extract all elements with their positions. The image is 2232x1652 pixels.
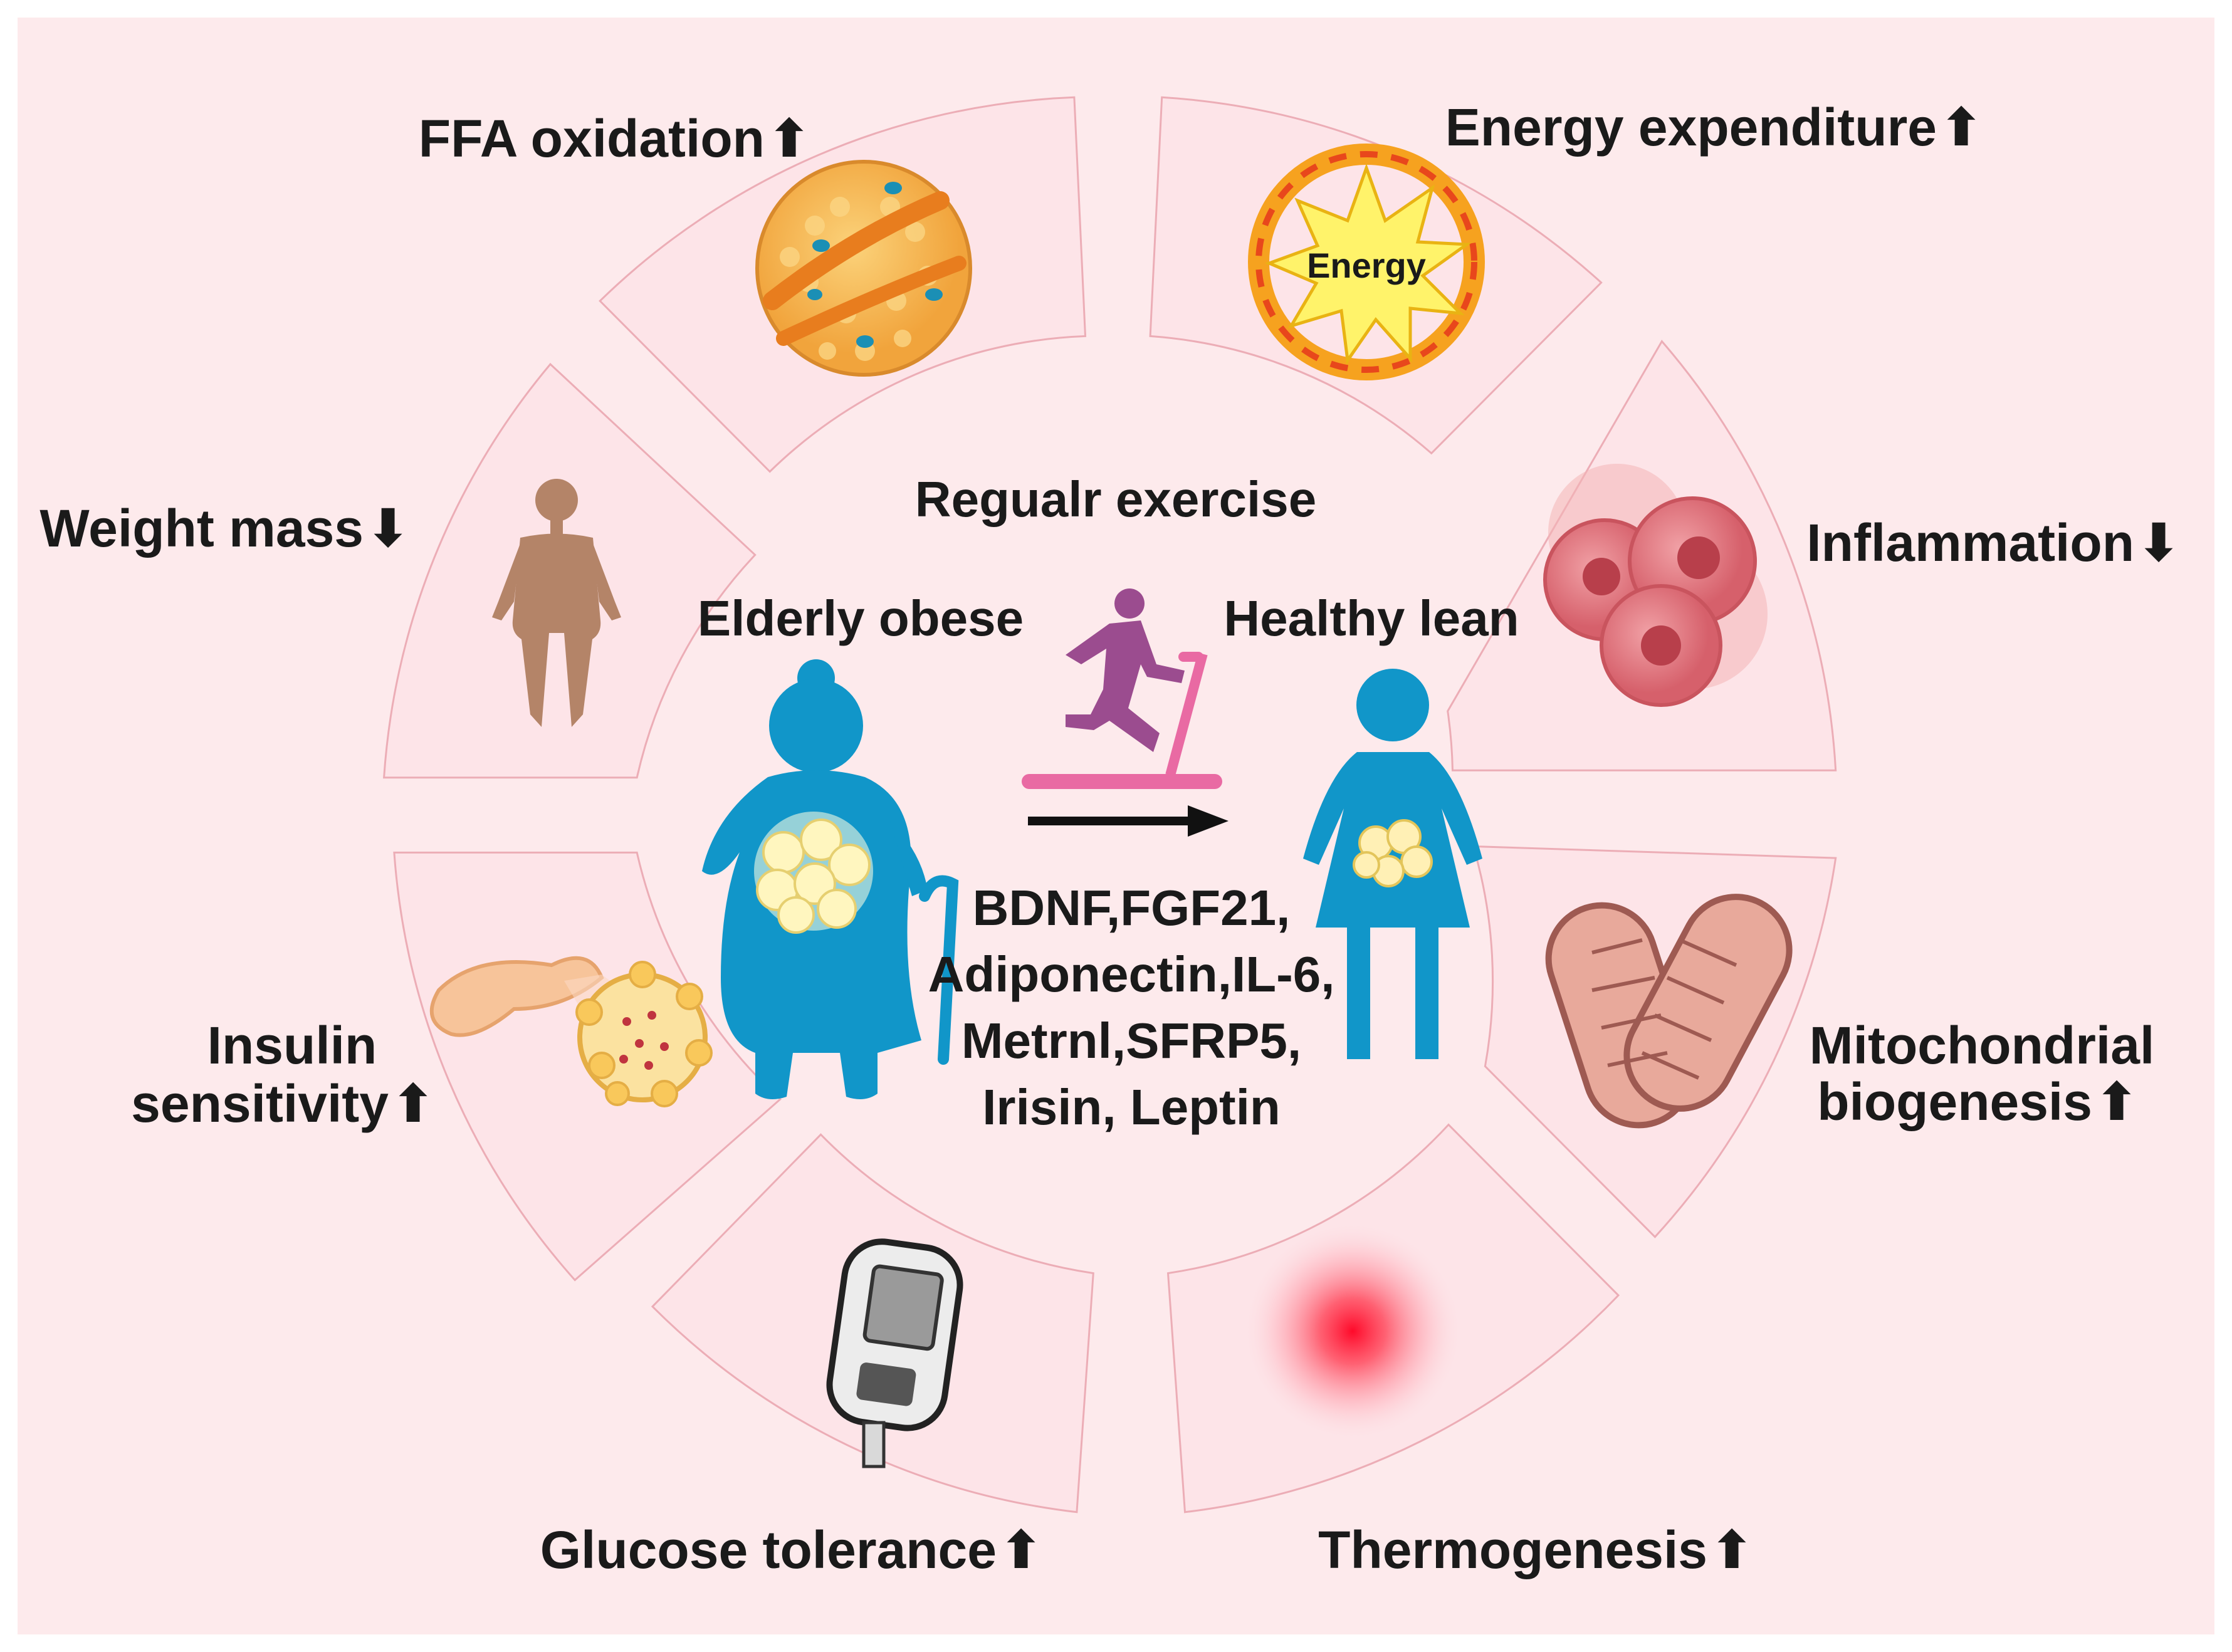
label-thermogenesis: Thermogenesis ⬆ xyxy=(1318,1520,1754,1579)
visceral-fat-small-icon xyxy=(1353,819,1433,887)
mediator-line: Adiponectin,IL-6, xyxy=(928,946,1335,1002)
label-glucose-tolerance: Glucose tolerance ⬆ xyxy=(540,1520,1044,1579)
inflamed-cells-icon xyxy=(1543,464,1768,707)
energy-burst-icon: Energy xyxy=(1248,144,1485,380)
energy-expenditure-text: Energy expenditure xyxy=(1445,98,1937,157)
pancreas-islet-icon xyxy=(429,956,713,1107)
up-arrow-icon: ⬆ xyxy=(1939,98,1983,157)
mitochondrial-text: Mitochondrial xyxy=(1810,1016,2155,1075)
diagram-background xyxy=(18,18,2214,1634)
down-arrow-icon: ⬇ xyxy=(366,499,410,558)
elderly-obese-label: Elderly obese xyxy=(698,590,1024,646)
weight-mass-text: Weight mass xyxy=(39,499,364,558)
ffa-oxidation-text: FFA oxidation xyxy=(419,109,765,168)
up-arrow-icon: ⬆ xyxy=(391,1074,435,1133)
label-weight-mass: Weight mass ⬇ xyxy=(39,499,410,558)
treadmill-icon xyxy=(1022,652,1222,789)
label-ffa-oxidation: FFA oxidation ⬆ xyxy=(419,109,812,168)
right-arrow-icon xyxy=(1028,805,1229,837)
label-energy-expenditure: Energy expenditure ⬆ xyxy=(1445,98,1984,157)
glucose-tolerance-text: Glucose tolerance xyxy=(540,1520,997,1579)
insulin-text: Insulin xyxy=(207,1016,377,1075)
runner-icon xyxy=(1066,588,1185,752)
label-mitochondrial-biogenesis: Mitochondrial biogenesis ⬆ xyxy=(1810,1016,2155,1131)
down-arrow-icon: ⬇ xyxy=(2137,513,2181,572)
thermogenesis-text: Thermogenesis xyxy=(1318,1520,1707,1579)
up-arrow-icon: ⬆ xyxy=(767,109,811,168)
energy-sun-text: Energy xyxy=(1307,246,1426,285)
healthy-lean-figure-icon xyxy=(1303,669,1482,1059)
visceral-fat-icon xyxy=(754,812,873,934)
sensitivity-text: sensitivity xyxy=(131,1074,389,1133)
fat-droplet-icon xyxy=(755,160,972,377)
inflammation-text: Inflammation xyxy=(1806,513,2134,572)
mediator-line: Metrnl,SFRP5, xyxy=(961,1013,1301,1069)
label-insulin-sensitivity: Insulin sensitivity ⬆ xyxy=(131,1016,435,1133)
mediator-line: BDNF,FGF21, xyxy=(973,880,1291,936)
human-body-icon xyxy=(492,479,621,727)
healthy-lean-label: Healthy lean xyxy=(1223,590,1519,646)
label-inflammation: Inflammation ⬇ xyxy=(1806,513,2181,572)
glucose-meter-icon xyxy=(826,1238,963,1468)
center-title: Regualr exercise xyxy=(915,471,1316,527)
up-arrow-icon: ⬆ xyxy=(1710,1520,1754,1579)
heat-glow-icon xyxy=(1243,1221,1462,1441)
biogenesis-text: biogenesis xyxy=(1817,1072,2092,1131)
mitochondria-icon xyxy=(1545,894,1793,1129)
mediator-line: Irisin, Leptin xyxy=(982,1079,1281,1135)
up-arrow-icon: ⬆ xyxy=(2095,1072,2139,1131)
cane-icon xyxy=(919,875,959,1065)
mediators-list: BDNF,FGF21, Adiponectin,IL-6, Metrnl,SFR… xyxy=(928,880,1335,1135)
up-arrow-icon: ⬆ xyxy=(999,1520,1043,1579)
